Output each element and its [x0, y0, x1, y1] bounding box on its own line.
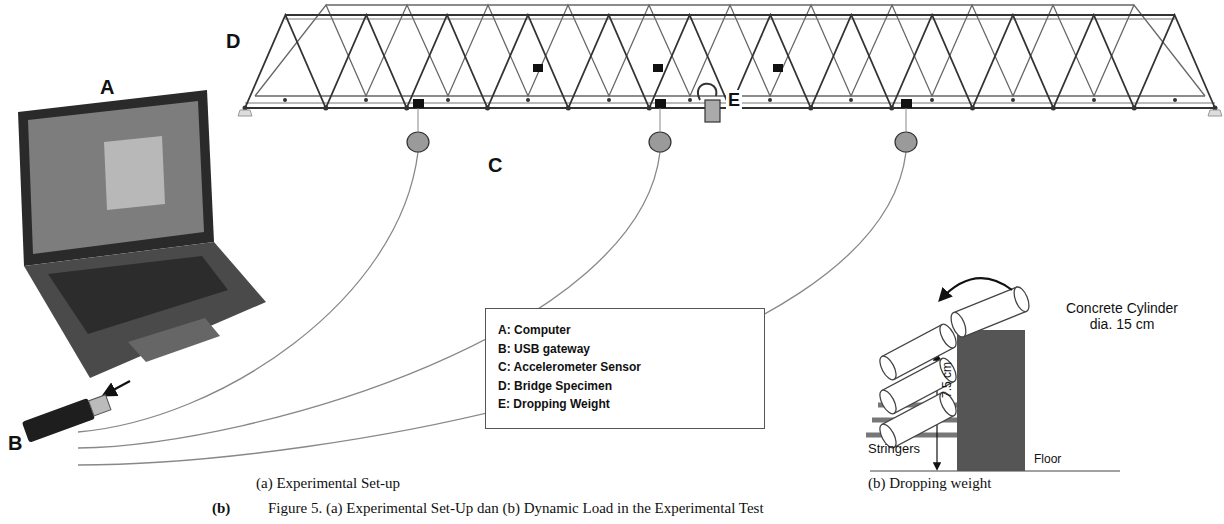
laptop-computer: [18, 90, 266, 378]
legend-line: C: Accelerometer Sensor: [498, 358, 641, 377]
support: [1208, 110, 1222, 116]
support-block: [957, 330, 1025, 471]
part-letter: E: [726, 90, 742, 111]
support: [238, 110, 252, 116]
dimension-label: 7.5 cm: [941, 362, 955, 398]
motion-arrow: [940, 278, 1012, 300]
legend-line: B: USB gateway: [498, 340, 590, 359]
bridge-truss: [255, 5, 1205, 96]
legend-box: A: ComputerB: USB gatewayC: Acceleromete…: [485, 308, 765, 429]
usb-gateway: [22, 392, 112, 443]
dropping-weight: [698, 84, 720, 122]
legend-line: D: Bridge Specimen: [498, 377, 612, 396]
part-name: Stringers: [868, 442, 920, 457]
sensor-block: [413, 64, 912, 108]
part-name: Floor: [1034, 453, 1061, 467]
list-number: (b): [212, 500, 230, 517]
insert-arrow: [104, 381, 130, 395]
subfigure-caption: (b) Dropping weight: [868, 475, 991, 492]
legend-line: E: Dropping Weight: [498, 395, 610, 414]
accelerometer-sensor: [407, 132, 917, 152]
subfigure-caption: (a) Experimental Set-up: [256, 475, 400, 492]
part-letter: A: [98, 76, 116, 99]
part-letter: B: [6, 432, 24, 455]
part-letter: D: [224, 30, 242, 53]
cylinder-note: Concrete Cylinder dia. 15 cm: [1058, 300, 1186, 332]
part-letter: C: [486, 154, 504, 177]
legend-line: A: Computer: [498, 321, 571, 340]
figure-caption: Figure 5. (a) Experimental Set-Up dan (b…: [268, 500, 764, 517]
concrete-cylinder: [877, 285, 1032, 450]
sensor-stem: [418, 108, 906, 132]
